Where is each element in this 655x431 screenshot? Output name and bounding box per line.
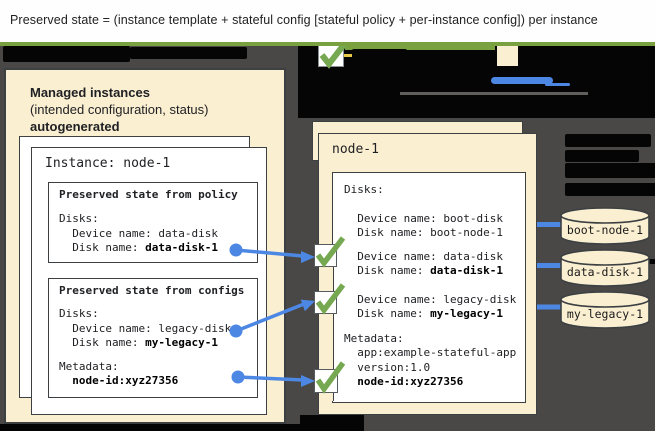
redacted-text-bar: [565, 183, 655, 196]
vm-line: Disk name: my-legacy-1: [344, 307, 503, 320]
checkbox-node-id: [314, 369, 338, 393]
policy-line: Device name: data-disk: [59, 226, 218, 240]
configs-line: Disk name: my-legacy-1: [59, 336, 218, 349]
policy-line: Disk name: data-disk-1: [59, 241, 218, 254]
vm-line: version:1.0: [344, 360, 431, 374]
vm-line: Metadata:: [344, 331, 404, 345]
panel-subheading-bold: autogenerated: [30, 119, 120, 134]
vm-disk-box: Disks: Device name: boot-disk Disk name:…: [332, 172, 526, 403]
legend-blue-arrow: [491, 76, 553, 84]
preserved-state-configs-box: Preserved state from configs Disks: Devi…: [48, 278, 258, 398]
configs-line: Disks:: [59, 307, 99, 320]
vm-line: Disks:: [344, 183, 384, 196]
legend-checkbox: [318, 44, 344, 67]
vm-line: Device name: boot-disk: [344, 211, 503, 225]
disk-label-legacy: my-legacy-1: [567, 307, 643, 321]
policy-box-title: Preserved state from policy: [59, 188, 238, 201]
vm-line: Device name: legacy-disk: [344, 292, 517, 306]
configs-line: node-id:xyz27356: [72, 374, 179, 387]
panel-heading: Managed instances: [30, 85, 150, 100]
redacted-text-bar: [565, 134, 651, 147]
vm-line: Disk name: data-disk-1: [344, 264, 503, 277]
vm-panel-title: node-1: [332, 142, 379, 157]
legend-instance-swatch: [497, 45, 518, 66]
vm-line: node-id:xyz27356: [357, 375, 464, 388]
redacted-text-bar: [130, 47, 247, 59]
redacted-region: [300, 415, 364, 425]
configs-box-title: Preserved state from configs: [59, 284, 245, 297]
configs-line: Device name: legacy-disk: [59, 321, 232, 335]
disk-cylinder-boot: boot-node-1: [560, 207, 650, 245]
disk-label-boot: boot-node-1: [567, 223, 643, 237]
panel-subheading: (intended configuration, status): [30, 102, 209, 117]
disk-cylinder-legacy: my-legacy-1: [560, 291, 650, 329]
formula-banner: Preserved state = (instance template + s…: [0, 0, 655, 42]
legend-green-line: [345, 45, 495, 50]
redacted-text-bar: [3, 46, 130, 62]
redacted-region: [0, 424, 364, 431]
vm-line: app:example-stateful-app: [344, 346, 517, 359]
disk-cylinder-data: data-disk-1: [560, 249, 650, 287]
vm-line: Disk name: boot-node-1: [344, 226, 503, 239]
instance-card-title: Instance: node-1: [45, 156, 171, 171]
disk-label-data: data-disk-1: [567, 265, 643, 279]
redacted-text-bar: [649, 259, 655, 264]
checkbox-data-disk: [314, 244, 337, 267]
divider-line: [400, 92, 588, 95]
policy-line: Disks:: [59, 212, 99, 225]
checkbox-legacy-disk: [314, 291, 337, 314]
preserved-state-policy-box: Preserved state from policy Disks: Devic…: [48, 182, 258, 263]
redacted-text-bar: [352, 49, 407, 59]
vm-line: Device name: data-disk: [344, 249, 503, 263]
redacted-text-bar: [565, 163, 655, 178]
redacted-text-bar: [565, 150, 639, 162]
configs-line: Metadata:: [59, 359, 119, 373]
green-divider: [0, 42, 655, 46]
legend-blue-arrow-tail: [545, 83, 570, 86]
formula-text: Preserved state = (instance template + s…: [10, 13, 598, 27]
